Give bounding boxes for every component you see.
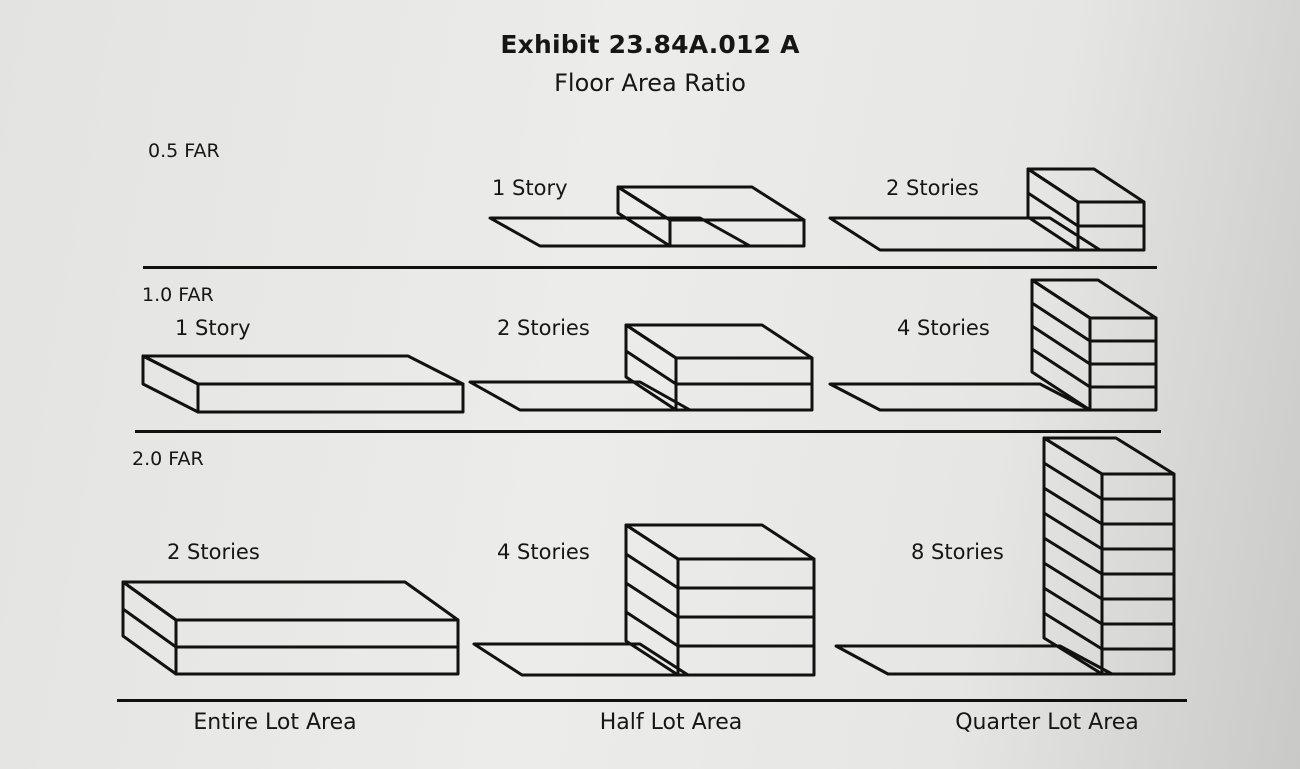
row-divider-3: [117, 699, 1187, 702]
building-r3-entire-top-face: [121, 580, 460, 622]
building-r3-quarter-floor-line: [1042, 461, 1104, 501]
building-label-r3-quarter: 8 Stories: [911, 540, 1004, 564]
building-r2-entire-top-face: [141, 354, 465, 386]
lot-r1-half: [488, 216, 752, 248]
column-label-entire: Entire Lot Area: [193, 710, 357, 735]
building-label-r3-half: 4 Stories: [497, 540, 590, 564]
building-r3-entire-floor-line: [121, 607, 178, 649]
row-divider-2: [135, 430, 1161, 433]
building-r2-quarter-floor-line: [1030, 324, 1092, 366]
building-r2-half-top-face: [624, 323, 814, 360]
lot-r2-quarter: [828, 382, 1092, 412]
exhibit-subtitle: Floor Area Ratio: [554, 69, 746, 97]
building-r2-entire-front-face: [196, 382, 465, 414]
far-label-row-3: 2.0 FAR: [132, 448, 204, 470]
lot-r3-quarter: [834, 644, 1114, 676]
column-label-quarter: Quarter Lot Area: [955, 710, 1139, 735]
building-label-r2-quarter: 4 Stories: [897, 316, 990, 340]
building-r3-half-top-face: [624, 523, 816, 561]
building-r1-quarter-floor-line: [1026, 191, 1080, 228]
building-r2-quarter-floor-line: [1030, 301, 1092, 343]
column-label-half: Half Lot Area: [599, 710, 743, 735]
building-r3-quarter-floor-line: [1042, 611, 1104, 651]
building-r3-half-floor-line: [624, 552, 680, 590]
building-label-r1-quarter: 2 Stories: [886, 176, 979, 200]
building-r2-quarter-floor-line: [1030, 347, 1092, 389]
building-r3-quarter-floor-line: [1042, 561, 1104, 601]
building-r3-half-floor-line: [624, 581, 680, 619]
building-r3-quarter-floor-line: [1042, 536, 1104, 576]
row-divider-1: [143, 266, 1157, 269]
building-label-r2-entire: 1 Story: [175, 316, 251, 340]
building-r1-half-front-face: [668, 218, 806, 248]
building-r1-quarter-top-face: [1026, 167, 1146, 204]
far-label-row-2: 1.0 FAR: [142, 284, 214, 306]
building-r3-quarter-floor-line: [1042, 486, 1104, 526]
lot-r1-quarter: [828, 216, 1102, 252]
building-r2-quarter-top-face: [1030, 278, 1158, 320]
exhibit-title: Exhibit 23.84A.012 A: [500, 30, 800, 59]
far-label-row-1: 0.5 FAR: [148, 140, 220, 162]
building-r3-quarter-top-face: [1042, 436, 1176, 476]
building-r3-half-floor-line: [624, 610, 680, 648]
building-r2-half-floor-line: [624, 349, 678, 386]
building-r3-quarter-floor-line: [1042, 586, 1104, 626]
building-r2-entire-side-face: [141, 354, 200, 414]
building-label-r2-half: 2 Stories: [497, 316, 590, 340]
building-r1-half-top-face: [616, 185, 806, 222]
building-r3-quarter-floor-line: [1042, 511, 1104, 551]
building-label-r3-entire: 2 Stories: [167, 540, 260, 564]
building-label-r1-half: 1 Story: [492, 176, 568, 200]
